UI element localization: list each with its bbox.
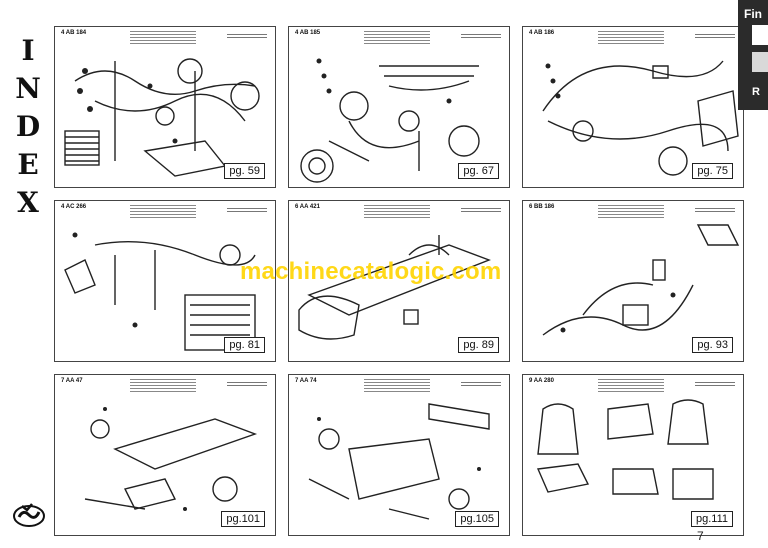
page-link[interactable]: pg. 89 [458,337,499,353]
card-reference [227,32,267,40]
card-caption [363,203,430,220]
find-panel-title: Fin [744,7,762,21]
catalog-card-seat[interactable]: 9 AA 280 pg.111 [522,374,744,536]
electrical-diagram [542,224,740,336]
page-link[interactable]: pg.101 [221,511,265,527]
index-letter: N [15,72,41,105]
card-reference [227,380,267,388]
find-option-label[interactable]: R [752,86,760,98]
hydraulic-diagram [300,58,480,183]
card-code: 7 AA 74 [295,378,317,384]
page-link[interactable]: pg. 93 [692,337,733,353]
card-code: 6 BB 186 [529,204,555,210]
card-caption [129,377,196,394]
catalog-card-chassis[interactable]: 6 AA 421 pg. 89 [288,200,510,362]
card-caption [129,29,196,46]
card-code: 4 AB 185 [295,30,321,36]
card-code: 4 AB 184 [61,30,87,36]
brand-logo-icon [13,503,45,527]
card-reference [695,380,735,388]
card-code: 7 AA 47 [61,378,83,384]
catalog-card-electrical-system[interactable]: 6 BB 186 pg. 93 [522,200,744,362]
hydraulic-diagram [64,58,260,177]
catalog-card-hydraulic-circuit-1[interactable]: 4 AB 184 pg. 59 [54,26,276,188]
catalog-card-engine-assembly[interactable]: 4 AC 266 pg. 81 [54,200,276,362]
card-code: 9 AA 280 [529,378,554,384]
find-panel: Fin R [738,0,768,110]
card-code: 6 AA 421 [295,204,320,210]
catalog-card-rear-axle[interactable]: 7 AA 74 pg.105 [288,374,510,536]
index-letter: E [17,148,39,181]
card-reference [227,206,267,214]
hydraulic-diagram [542,60,739,176]
card-reference [461,32,501,40]
catalog-card-hydraulic-circuit-2[interactable]: 4 AB 185 pg. 67 [288,26,510,188]
page-link[interactable]: pg. 67 [458,163,499,179]
find-button[interactable] [752,52,768,72]
card-reference [461,380,501,388]
catalog-card-hydraulic-circuit-3[interactable]: 4 AB 186 pg. 75 [522,26,744,188]
card-caption [363,377,430,394]
index-letter: D [15,110,41,143]
card-reference [695,206,735,214]
axle-diagram [308,403,490,520]
page-link[interactable]: pg. 81 [224,337,265,353]
card-code: 4 AC 266 [61,204,87,210]
card-caption [597,203,664,220]
engine-diagram [64,232,256,351]
card-caption [363,29,430,46]
index-letter: X [17,186,39,219]
page-link[interactable]: pg. 59 [224,163,265,179]
page-link[interactable]: pg.111 [690,511,733,527]
page-number: 7 [697,529,704,543]
catalog-card-front-axle[interactable]: 7 AA 47 pg.101 [54,374,276,536]
card-reference [461,206,501,214]
index-vertical-title: I N D E X [12,32,44,222]
card-caption [129,203,196,220]
chassis-diagram [298,235,491,340]
card-caption [597,29,664,46]
seat-diagram [536,399,714,500]
card-caption [597,377,664,394]
page-link[interactable]: pg. 75 [692,163,733,179]
index-letter: I [21,34,35,67]
card-reference [695,32,735,40]
find-input[interactable] [752,25,768,45]
page-link[interactable]: pg.105 [455,511,499,527]
axle-diagram [84,407,258,511]
card-code: 4 AB 186 [529,30,555,36]
watermark: machinecatalogic.com [240,258,502,285]
